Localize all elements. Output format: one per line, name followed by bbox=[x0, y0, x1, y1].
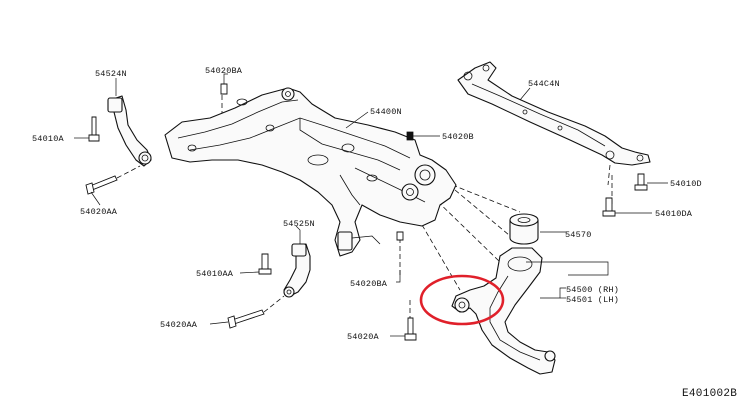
crossmember-bar bbox=[457, 61, 651, 166]
figure-code: E401002B bbox=[682, 388, 737, 400]
lower-control-arm bbox=[451, 247, 609, 375]
label-54020BA-mid: 54020BA bbox=[350, 279, 388, 289]
label-54010D: 54010D bbox=[670, 179, 702, 189]
bolt-54020BA-top bbox=[220, 73, 228, 95]
bolt-54020AA-left bbox=[85, 165, 141, 206]
bolt-54010D bbox=[634, 173, 668, 191]
label-54020AA-left: 54020AA bbox=[80, 207, 118, 217]
highlight-ring bbox=[419, 274, 505, 326]
label-544C4N: 544C4N bbox=[528, 79, 560, 89]
bolt-54020B bbox=[406, 131, 440, 141]
label-54020AA-bottom: 54020AA bbox=[160, 320, 198, 330]
stabilizer-link-lower bbox=[283, 225, 311, 298]
stabilizer-link-upper bbox=[107, 78, 152, 167]
bolt-54010DA bbox=[602, 197, 652, 217]
bolt-54020BA-mid bbox=[396, 231, 404, 283]
bolt-54010A-left bbox=[74, 116, 100, 142]
label-54020A: 54020A bbox=[347, 332, 380, 342]
label-54501-lh: 54501 (LH) bbox=[566, 295, 619, 305]
bushing-54570 bbox=[509, 213, 566, 245]
label-54020B: 54020B bbox=[442, 132, 474, 142]
label-54010AA: 54010AA bbox=[196, 269, 234, 279]
label-54020BA-top: 54020BA bbox=[205, 66, 243, 76]
bolt-54020A bbox=[390, 317, 417, 341]
bolt-54020AA-bottom bbox=[209, 295, 285, 329]
bolt-54010AA bbox=[239, 253, 272, 275]
label-54400N: 54400N bbox=[370, 107, 402, 117]
front-crossmember bbox=[164, 87, 457, 257]
label-54570: 54570 bbox=[565, 230, 592, 240]
label-54525N: 54525N bbox=[283, 219, 315, 229]
label-54524N: 54524N bbox=[95, 69, 127, 79]
label-54010DA: 54010DA bbox=[655, 209, 693, 219]
label-54010A: 54010A bbox=[32, 134, 65, 144]
label-54500-rh: 54500 (RH) bbox=[566, 285, 619, 295]
